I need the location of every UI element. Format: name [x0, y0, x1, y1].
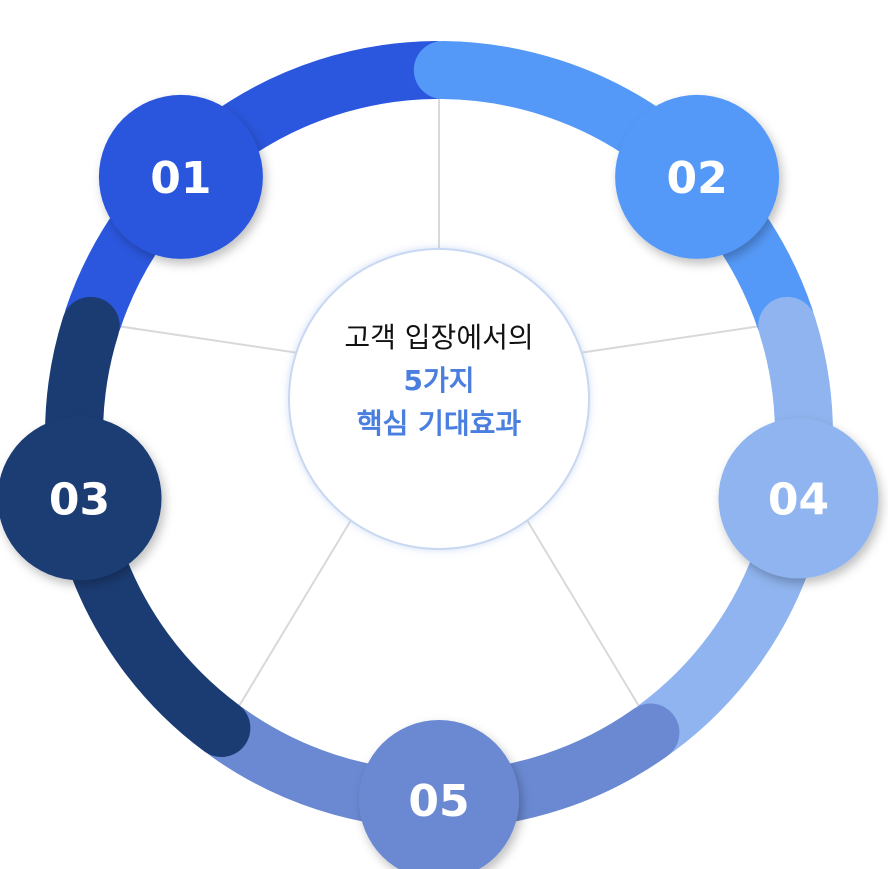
divider-line-5 — [223, 519, 352, 731]
center-title-line3: 핵심 기대효과 — [356, 407, 522, 440]
step-node-circle-04 — [718, 418, 879, 579]
divider-line-1 — [91, 321, 297, 354]
step-node-label-01: 01 — [150, 153, 211, 204]
divider-lines — [91, 70, 787, 731]
step-node-label-02: 02 — [666, 153, 727, 204]
step-node-04: 04 — [718, 418, 879, 579]
step-nodes: 01 02 04 05 03 — [0, 94, 879, 869]
center-title-line1: 고객 입장에서의 — [344, 321, 534, 354]
step-node-circle-05 — [359, 720, 519, 869]
center-circle — [288, 248, 590, 550]
step-node-label-04: 04 — [768, 474, 829, 525]
step-node-circle-03 — [0, 416, 162, 581]
step-node-label-03: 03 — [49, 474, 110, 525]
divider-line-4 — [526, 519, 655, 731]
step-node-01: 01 — [98, 94, 263, 259]
step-node-02: 02 — [615, 94, 780, 259]
step-node-label-05: 05 — [408, 776, 469, 827]
step-node-05: 05 — [359, 720, 519, 869]
center-text-block: 고객 입장에서의 5가지 핵심 기대효과 — [289, 316, 589, 445]
divider-line-3 — [581, 321, 787, 354]
step-node-03: 03 — [0, 416, 162, 581]
center-title-line2: 5가지 — [403, 364, 475, 397]
step-node-circle-01 — [98, 94, 263, 259]
step-node-circle-02 — [615, 94, 780, 259]
